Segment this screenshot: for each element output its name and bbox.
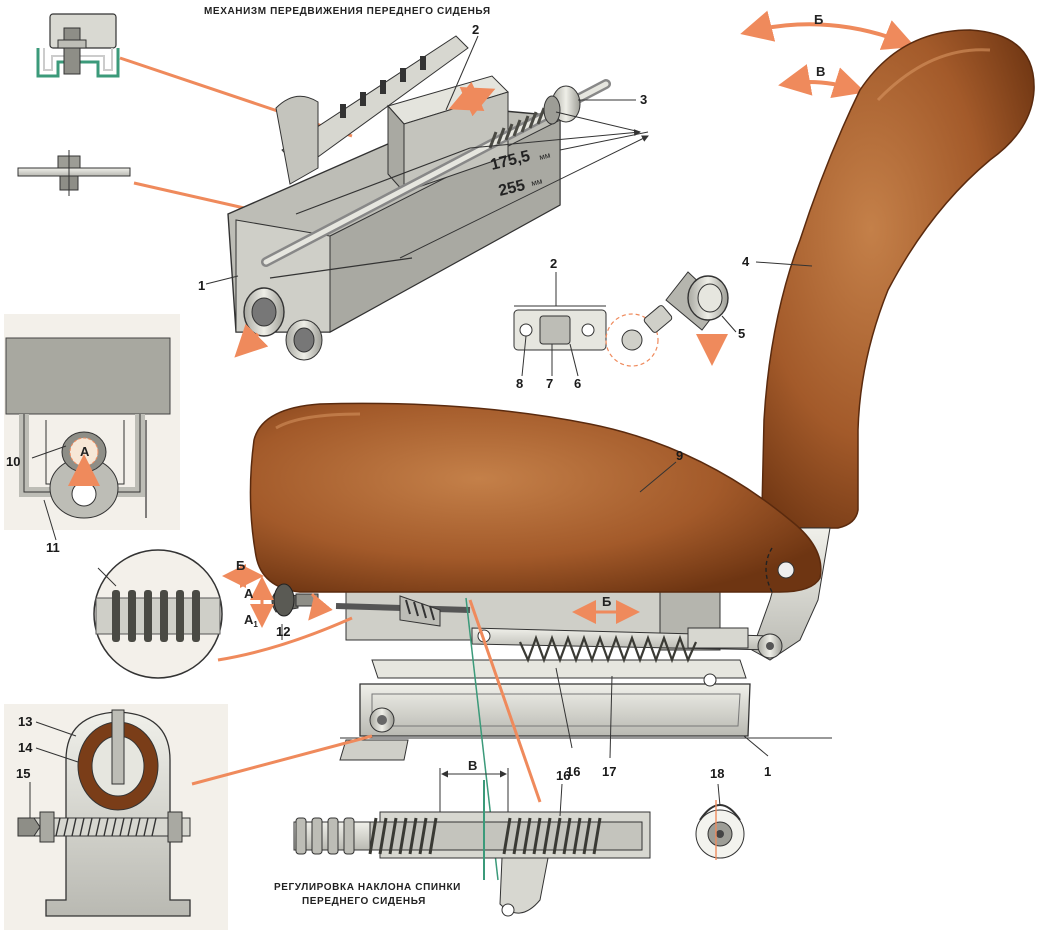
- callout-4: 4: [742, 254, 750, 269]
- callout-16-main: 16: [566, 764, 580, 779]
- arrow-label-a-inset: А: [80, 444, 90, 459]
- callout-15: 15: [16, 766, 30, 781]
- callout-3: 3: [640, 92, 647, 107]
- callout-7: 7: [546, 376, 553, 391]
- spring-magnifier: [93, 549, 223, 679]
- callout-2-top: 2: [472, 22, 479, 37]
- dimension-175-unit: мм: [538, 151, 551, 162]
- seat-frame: [335, 527, 832, 881]
- channel-inset: [4, 314, 180, 530]
- callout-16-detail: 16: [556, 768, 570, 783]
- callout-9: 9: [676, 448, 683, 463]
- dimension-lines: [399, 111, 649, 259]
- arrow-label-b-spring: Б: [602, 594, 611, 609]
- slide-direction-arrow: [448, 81, 496, 117]
- leader-line: [133, 181, 263, 214]
- callout-11: 11: [46, 540, 60, 555]
- callout-12: 12: [276, 624, 290, 639]
- callout-2-detail: 2: [550, 256, 557, 271]
- seat-release-knob: [271, 583, 319, 617]
- bottom-caption-line1: РЕГУЛИРОВКА НАКЛОНА СПИНКИ: [274, 882, 461, 893]
- seat-rail-section-icon: [36, 13, 120, 78]
- latch-detail: [513, 305, 659, 367]
- arrow-label-b-left: Б: [236, 558, 245, 573]
- callout-10: 10: [6, 454, 20, 469]
- recliner-knob-icon: [643, 271, 729, 333]
- callout-1-top: 1: [198, 278, 205, 293]
- arrow-label-v-detail: В: [468, 758, 477, 773]
- clamp-bolt-icon: [17, 150, 131, 196]
- magnifier-leader: [217, 616, 353, 662]
- backrest-cushion: [761, 29, 1035, 529]
- backrest-tilt-arrow-b: [740, 10, 916, 50]
- pull-direction-arrow: [234, 323, 269, 358]
- callout-14: 14: [18, 740, 33, 755]
- callout-1-main: 1: [764, 764, 771, 779]
- seat-cushion: [249, 402, 822, 593]
- bottom-caption-line2: ПЕРЕДНЕГО СИДЕНЬЯ: [302, 896, 426, 907]
- recliner-rod-detail: [293, 768, 651, 917]
- arrow-label-a-left: А: [244, 586, 254, 601]
- callout-8: 8: [516, 376, 523, 391]
- clamp-leader: [191, 734, 373, 786]
- dimension-255-unit: мм: [530, 177, 543, 188]
- dimension-255-value: 255: [497, 177, 527, 200]
- rod-detail-leader: [468, 599, 542, 803]
- callout-18: 18: [710, 766, 724, 781]
- arrow-label-v-top: В: [816, 64, 825, 79]
- callout-13: 13: [18, 714, 32, 729]
- top-caption: МЕХАНИЗМ ПЕРЕДВИЖЕНИЯ ПЕРЕДНЕГО СИДЕНЬЯ: [204, 6, 491, 17]
- callout-5: 5: [738, 326, 745, 341]
- callout-6: 6: [574, 376, 581, 391]
- arrow-label-a1-left: А1: [244, 612, 258, 629]
- callout-17: 17: [602, 764, 616, 779]
- lock-clip-icon: [695, 800, 745, 860]
- arrow-label-b-top: Б: [814, 12, 823, 27]
- clamp-inset: [4, 704, 228, 930]
- backrest-tilt-arrow-v: [778, 64, 866, 99]
